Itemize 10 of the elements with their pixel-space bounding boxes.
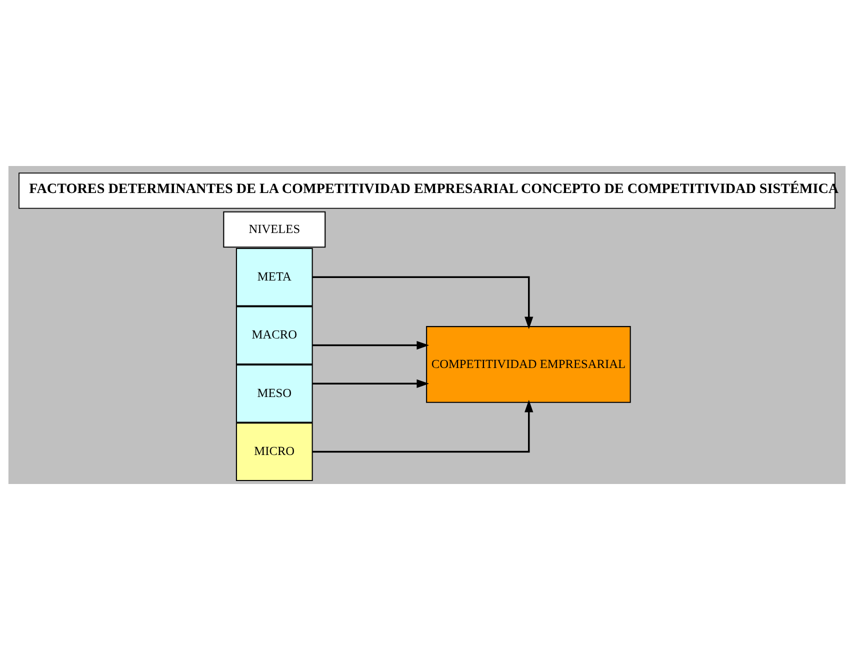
node-box: MESO <box>236 364 313 422</box>
arrow <box>312 378 430 388</box>
arrow <box>312 276 534 329</box>
node-box: MACRO <box>236 306 313 364</box>
node-box: COMPETITIVIDAD EMPRESARIAL <box>426 326 631 402</box>
arrow <box>312 399 534 452</box>
node-box: MICRO <box>236 422 313 480</box>
node-box: NIVELES <box>223 210 326 248</box>
node-box: META <box>236 247 313 306</box>
arrow <box>312 340 430 350</box>
